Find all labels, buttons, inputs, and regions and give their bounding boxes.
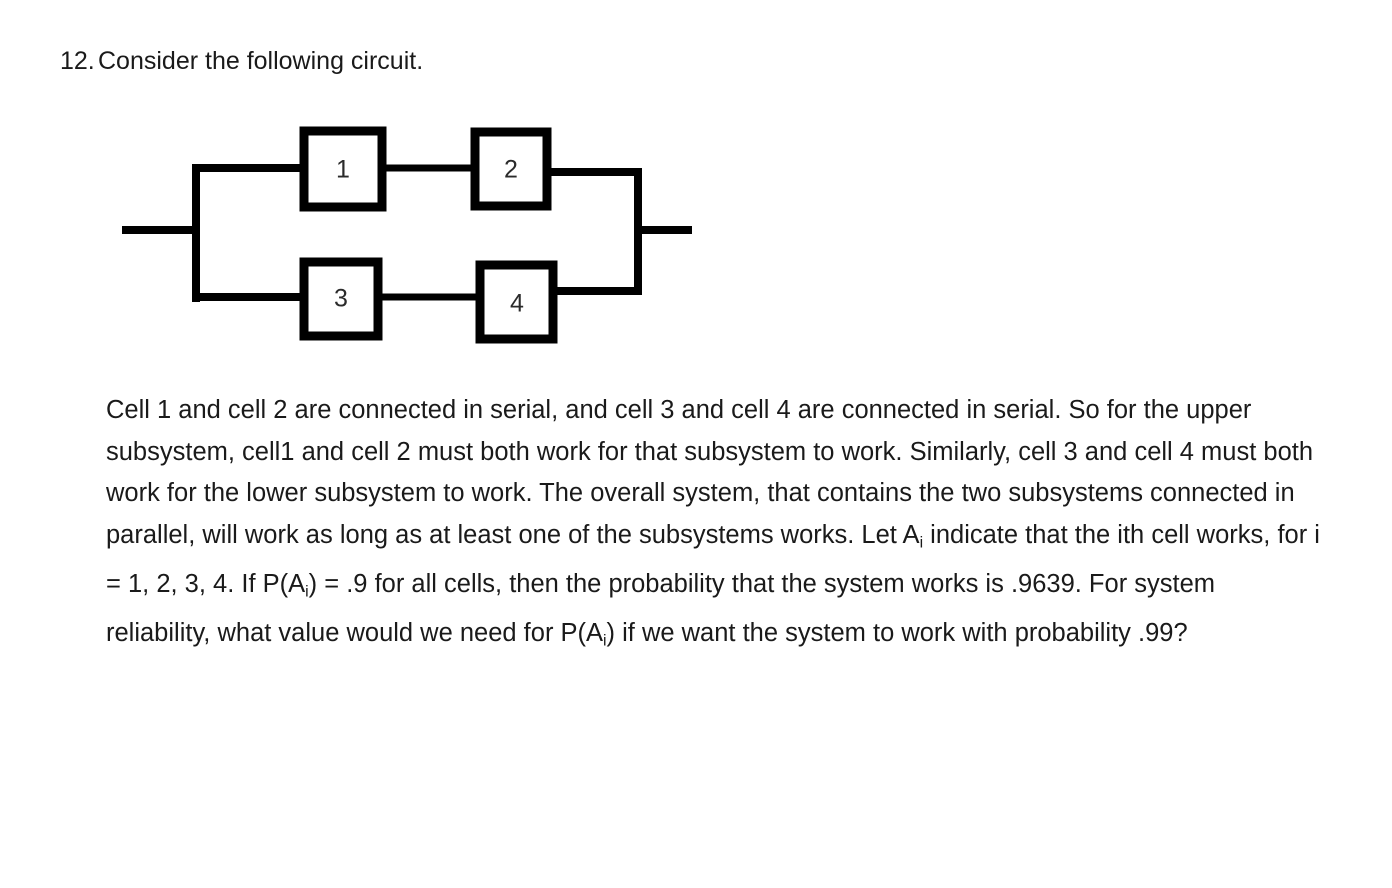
problem-description: Cell 1 and cell 2 are connected in seria… [106,390,1321,662]
description-line-3: work. Similarly, cell 3 and cell 4 must … [106,437,1314,508]
description-line-7-part-b: ) if we want the [606,618,779,647]
question-heading: 12. Consider the following circuit. [60,46,423,76]
subscript-i-2: i [305,583,309,601]
circuit-svg: 1 2 3 4 [122,126,692,344]
cell-4-label: 4 [510,290,524,318]
description-line-4: overall system, that contains the two su… [106,479,1295,549]
cell-2-box: 2 [470,127,552,211]
description-line-8: system to work with probability .99? [785,618,1188,647]
description-line-2: So for the upper subsystem, cell1 and ce… [106,396,1252,466]
cell-3-box: 3 [299,257,383,341]
description-line-6-part-a: for i = 1, 2, 3, 4. If P(A [106,520,1320,598]
description-line-5-part-a: long as at least one of the subsystems w… [339,520,920,549]
cell-4-box: 4 [475,260,558,344]
question-number: 12. [60,47,95,75]
description-line-6-part-b: ) = .9 for all cells, then the probabili… [308,569,1004,598]
cell-1-box: 1 [299,126,387,212]
description-line-7-part-a: .9639. For system reliability, what valu… [106,569,1216,647]
subscript-i-3: i [603,632,607,650]
cell-1-label: 1 [336,156,350,184]
question-prompt: Consider the following circuit. [98,47,424,75]
cell-3-label: 3 [334,285,348,313]
subscript-i-1: i [919,534,924,552]
cell-2-label: 2 [504,156,518,184]
circuit-diagram: 1 2 3 4 [100,110,740,360]
description-line-1: Cell 1 and cell 2 are connected in seria… [106,396,1062,424]
description-line-5-part-b: indicate that the ith cell works, [923,520,1271,549]
